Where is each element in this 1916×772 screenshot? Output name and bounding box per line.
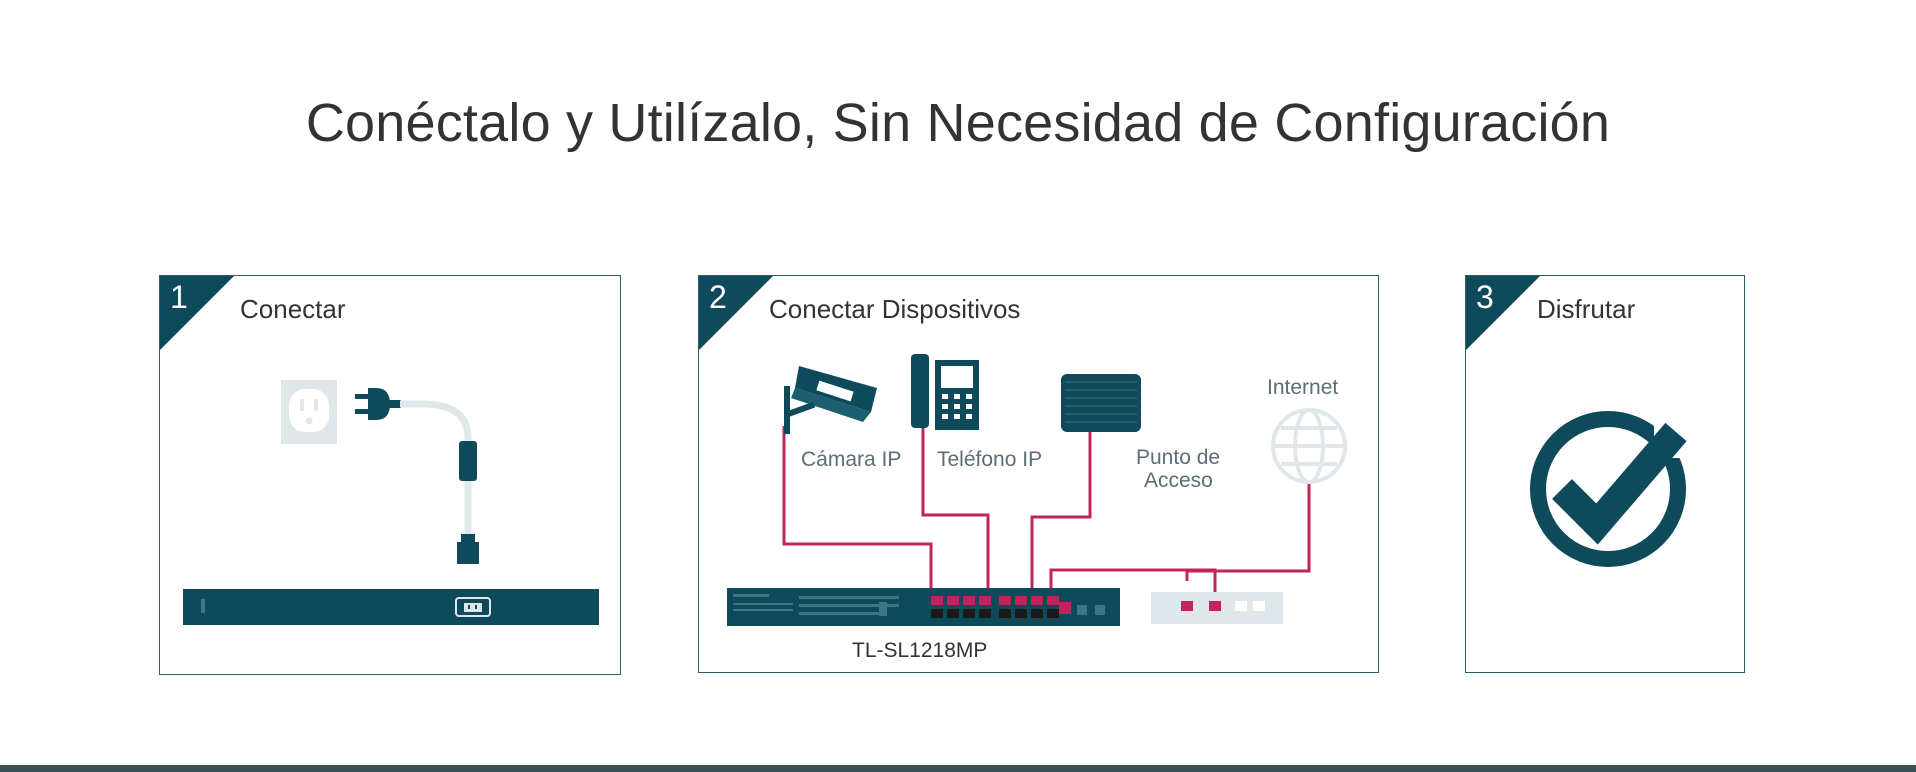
switch-rear-panel-icon <box>183 589 599 625</box>
switch-model-label: TL-SL1218MP <box>852 639 988 662</box>
router-icon <box>1151 592 1283 624</box>
access-point-label-line2: Acceso <box>1144 469 1213 492</box>
step-1-title: Conectar <box>240 294 346 324</box>
step-2-diagram <box>727 354 1347 626</box>
ip-phone-icon <box>911 354 979 430</box>
ip-phone-label: Teléfono IP <box>937 448 1043 471</box>
step-2-panel: 2 Conectar Dispositivos <box>698 275 1379 673</box>
step-3-panel: 3 Disfrutar <box>1465 275 1745 673</box>
checkmark-circle-icon <box>1530 406 1704 567</box>
access-point-icon <box>1061 374 1141 432</box>
page-title: Conéctalo y Utilízalo, Sin Necesidad de … <box>305 93 1611 153</box>
ip-camera-label: Cámara IP <box>801 448 902 471</box>
footer-bar <box>0 765 1916 772</box>
step-3-number: 3 <box>1476 279 1494 315</box>
internet-label: Internet <box>1267 376 1339 399</box>
access-point-label-line1: Punto de <box>1136 446 1221 469</box>
power-plug-icon <box>355 388 401 420</box>
ethernet-cables <box>782 421 1311 601</box>
step-3-title: Disfrutar <box>1537 294 1636 324</box>
switch-front-panel-icon <box>727 588 1120 626</box>
ip-camera-icon <box>784 366 877 434</box>
step-1-panel: 1 Conectar <box>159 275 621 675</box>
step-2-number: 2 <box>709 279 727 315</box>
step-1-number: 1 <box>170 279 188 315</box>
wall-outlet-icon <box>281 380 337 444</box>
globe-icon <box>1271 408 1347 484</box>
step-2-title: Conectar Dispositivos <box>769 294 1021 324</box>
step-1-illustration <box>183 380 599 625</box>
power-cable-icon <box>400 400 479 564</box>
